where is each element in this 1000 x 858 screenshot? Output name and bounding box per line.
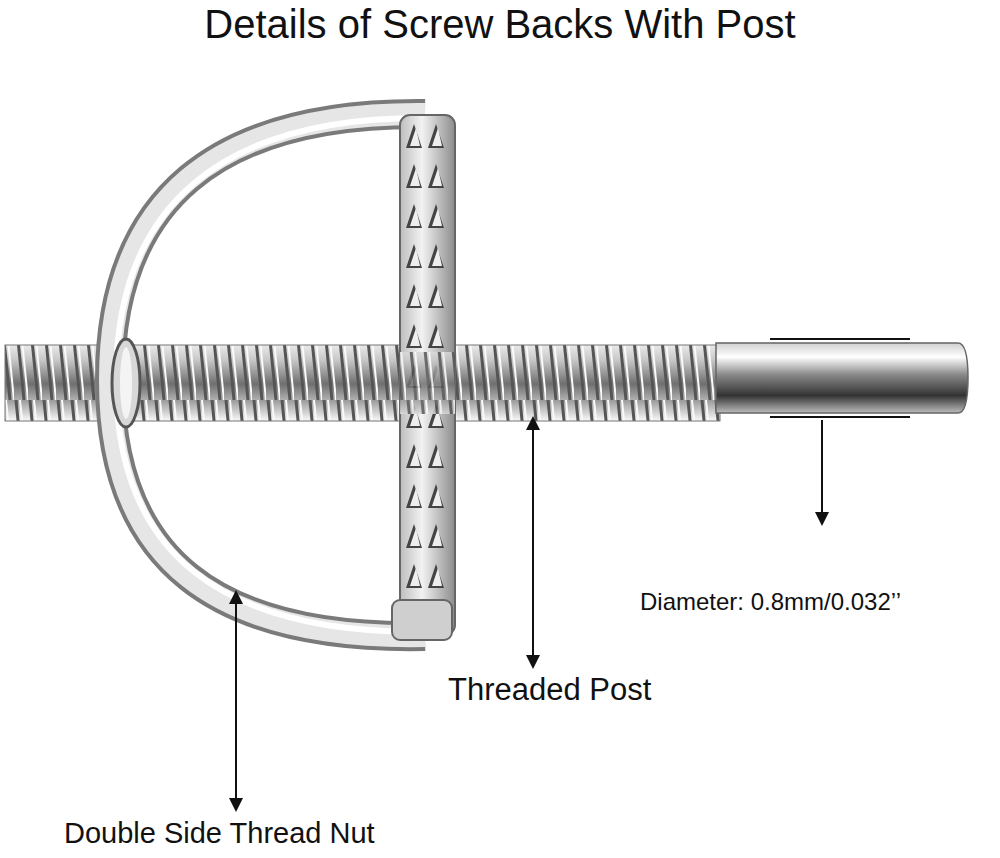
dimension-label: Diameter: 0.8mm/0.032’’ xyxy=(640,588,901,616)
part-label: Threaded Post xyxy=(448,672,651,708)
diagram-title: Details of Screw Backs With Post xyxy=(0,2,1000,47)
part-label: Double Side Thread Nut xyxy=(64,817,375,850)
